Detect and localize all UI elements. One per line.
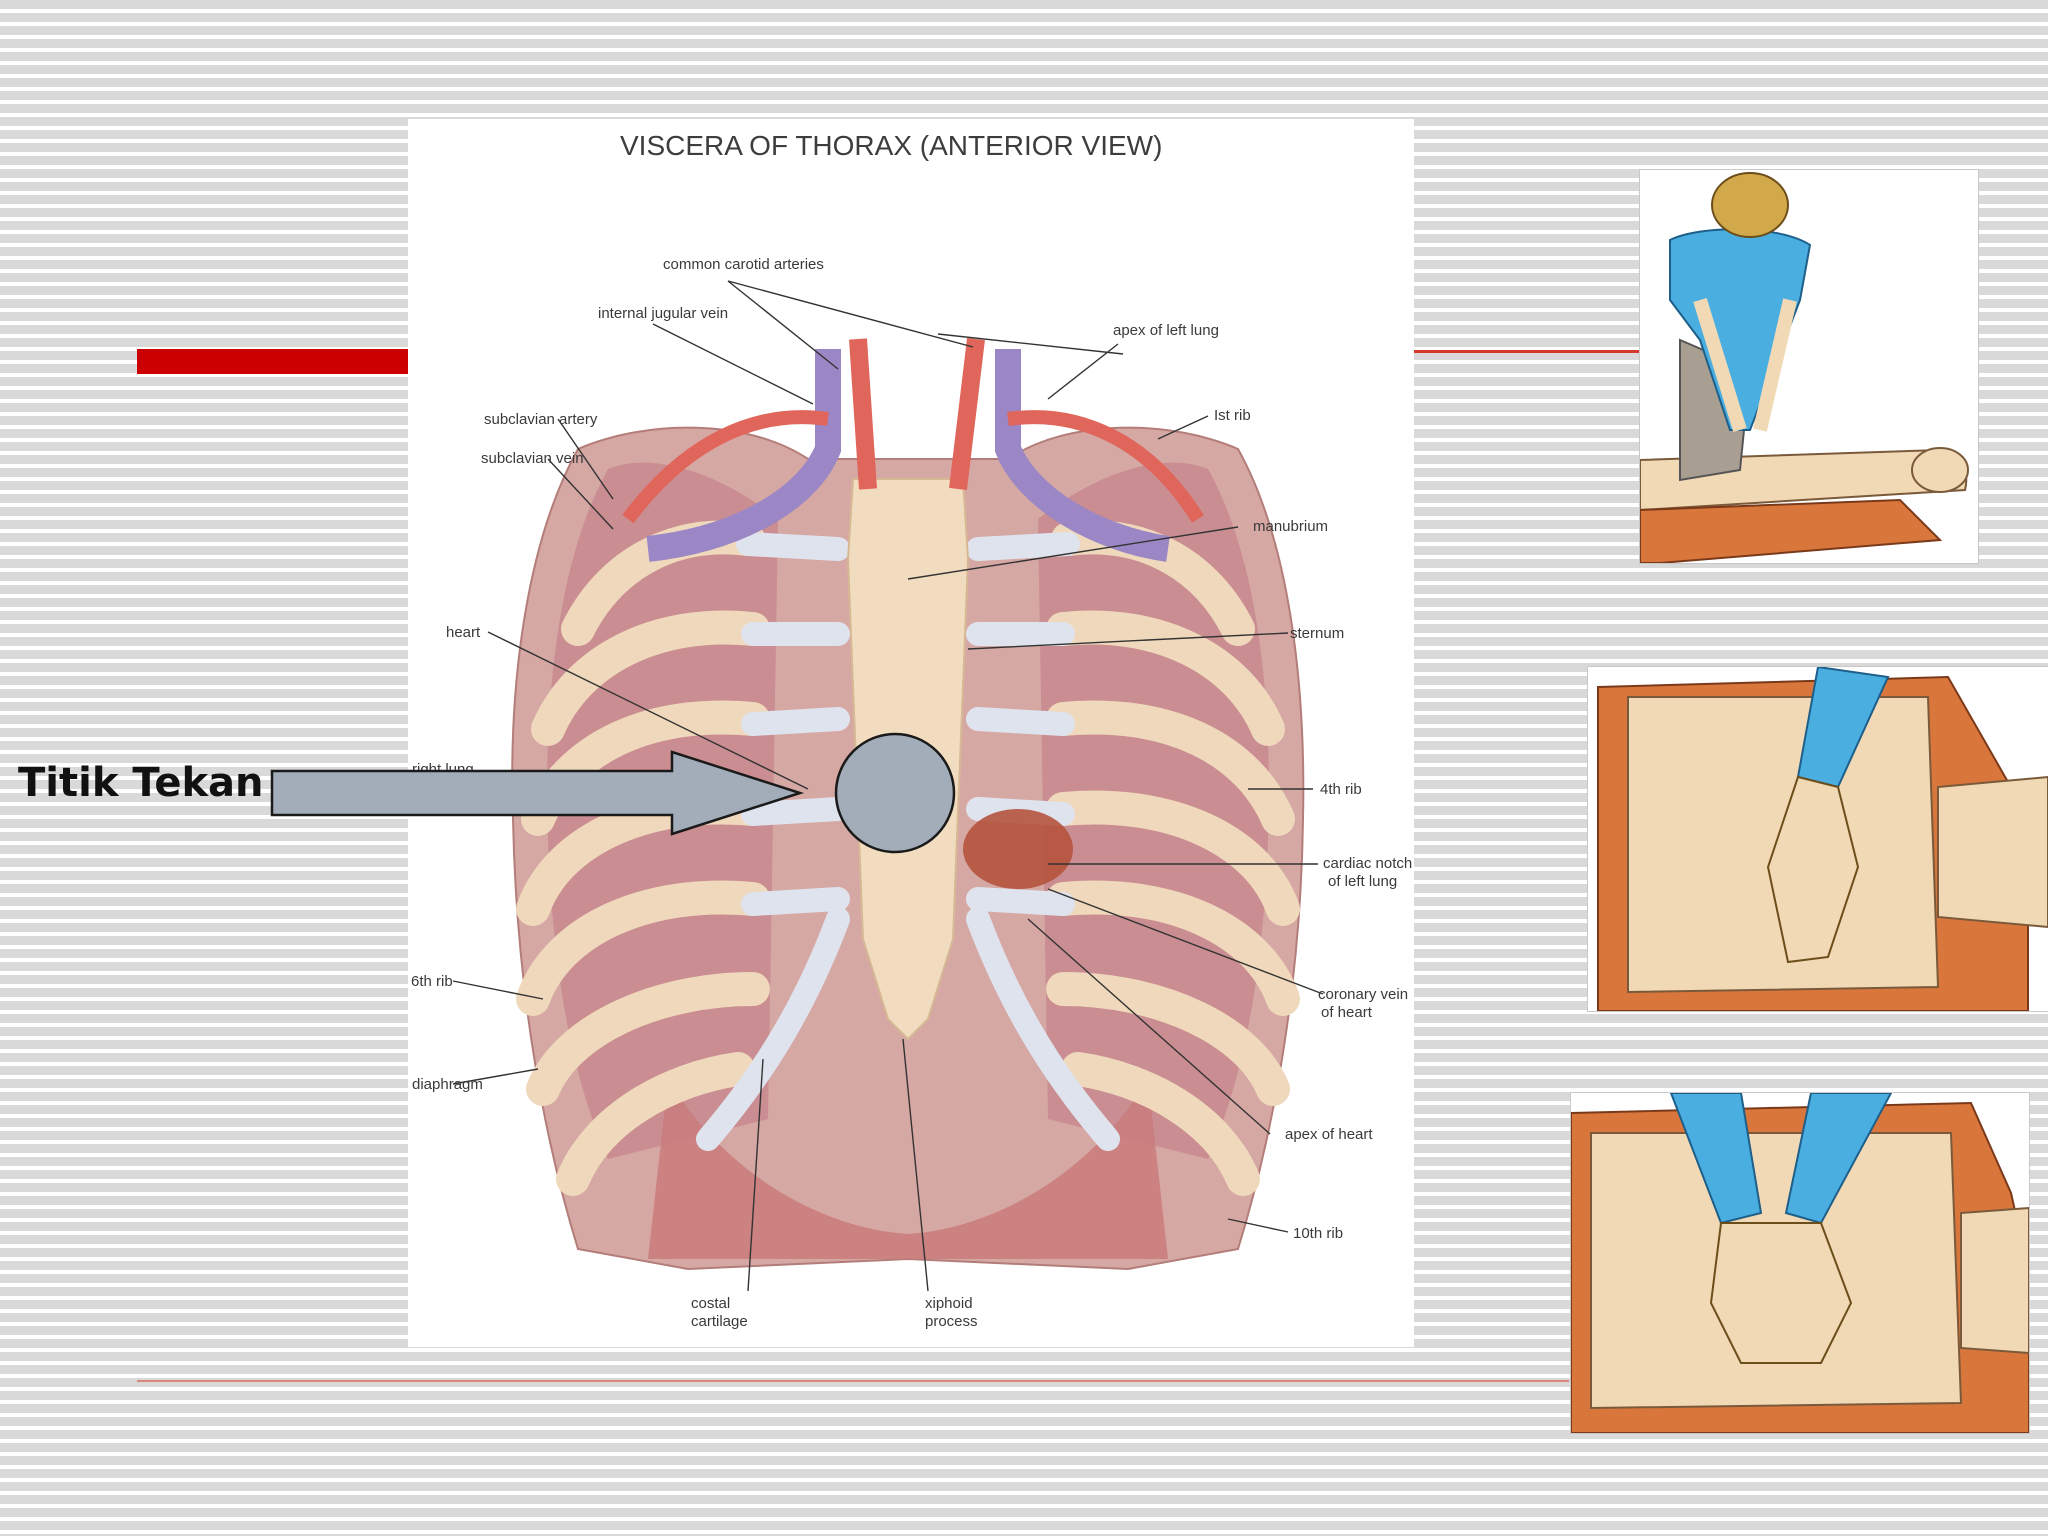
- label-common-carotid-arteries: common carotid arteries: [663, 256, 824, 273]
- internal-jugular-vein-right: [646, 349, 841, 562]
- pointer-arrow: [270, 750, 805, 836]
- label-internal-jugular-vein: internal jugular vein: [598, 305, 728, 322]
- cpr-interlocked-hands-illustration: [1570, 1092, 2030, 1434]
- patient-head: [1911, 447, 1969, 493]
- label-tenth-rib: 10th rib: [1293, 1225, 1343, 1242]
- label-costal-cartilage-line2: cartilage: [691, 1313, 748, 1330]
- subclavian-artery-left: [1007, 410, 1204, 523]
- label-coronary-vein-line2: of heart: [1321, 1004, 1373, 1021]
- rescuer-sleeve-left: [1669, 1093, 1763, 1225]
- label-coronary-vein-line1: coronary vein: [1318, 986, 1408, 1003]
- rescuer-arms: [1693, 297, 1797, 433]
- pointer-label: Titik Tekan: [18, 760, 264, 806]
- common-carotid-artery-right: [849, 338, 877, 490]
- compression-point-circle: [834, 732, 956, 854]
- label-manubrium: manubrium: [1253, 518, 1328, 535]
- patient-neck: [1937, 775, 2048, 929]
- label-apex-of-heart: apex of heart: [1285, 1126, 1373, 1143]
- patient-clothing: [1640, 498, 1943, 563]
- label-sternum: sternum: [1290, 625, 1344, 642]
- label-apex-of-left-lung: apex of left lung: [1113, 322, 1219, 339]
- label-xiphoid-process-line1: xiphoid: [925, 1295, 973, 1312]
- label-fourth-rib: 4th rib: [1320, 781, 1362, 798]
- title-accent-bar: [137, 349, 410, 374]
- heart-visible: [963, 809, 1073, 889]
- label-xiphoid-process-line2: process: [925, 1313, 978, 1330]
- patient-neck: [1960, 1206, 2029, 1355]
- internal-jugular-vein-left: [995, 349, 1170, 562]
- rescuer-hands: [1709, 1222, 1853, 1364]
- cpr-rescuer-kneeling-illustration: [1639, 169, 1979, 564]
- ribs-left-side: [1046, 520, 1300, 1196]
- rescuer-hand: [1766, 775, 1860, 964]
- common-carotid-artery-left: [949, 337, 985, 491]
- label-sixth-rib: 6th rib: [411, 973, 453, 990]
- rescuer-head: [1711, 172, 1789, 238]
- label-cardiac-notch-line1: cardiac notch: [1323, 855, 1412, 872]
- label-subclavian-vein: subclavian vein: [481, 450, 584, 467]
- label-cardiac-notch-line2: of left lung: [1328, 873, 1397, 890]
- diaphragm-area: [648, 1079, 1168, 1259]
- subclavian-artery-right: [622, 410, 829, 524]
- cpr-hand-placement-illustration: [1587, 666, 2048, 1012]
- label-first-rib: Ist rib: [1214, 407, 1251, 424]
- leader-lines: [452, 280, 1324, 1292]
- diagram-title: VISCERA OF THORAX (ANTERIOR VIEW): [620, 130, 1162, 161]
- label-costal-cartilage-line1: costal: [691, 1295, 730, 1312]
- title-accent-line: [1413, 350, 1639, 353]
- label-subclavian-artery: subclavian artery: [484, 411, 598, 428]
- label-heart: heart: [446, 624, 481, 641]
- label-diaphragm: diaphragm: [412, 1076, 483, 1093]
- footer-divider-line: [137, 1380, 1569, 1382]
